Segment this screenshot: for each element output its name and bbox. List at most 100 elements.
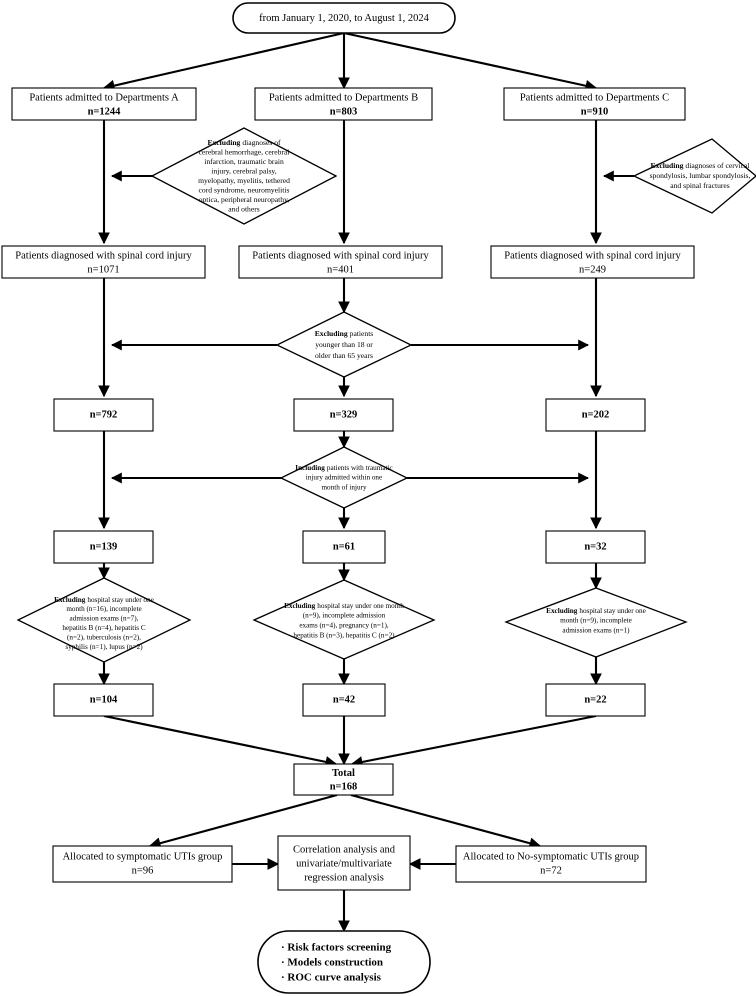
diagnosed-b-node[interactable]: Patients diagnosed with spinal cord inju… xyxy=(238,245,443,279)
after-age-a-node[interactable]: n=792 xyxy=(53,398,154,432)
after-trauma-c-node[interactable]: n=32 xyxy=(545,530,646,564)
excl-l-l3: injury, cerebral palsy, xyxy=(211,166,276,175)
excl-age-l2: older than 65 years xyxy=(315,351,373,360)
after-trauma-a-node[interactable]: n=139 xyxy=(53,530,154,564)
excl-l-l5: cord syndrome, neuromyelitis xyxy=(199,185,290,194)
after-age-a-count: n=792 xyxy=(90,409,118,420)
excl-age-l1: younger than 18 or xyxy=(315,340,373,349)
after-age-b-count: n=329 xyxy=(330,409,358,420)
final-count-b: n=42 xyxy=(333,694,355,705)
diagnosed-b-title: Patients diagnosed with spinal cord inju… xyxy=(252,250,429,261)
final-count-b-node[interactable]: n=42 xyxy=(302,683,386,717)
diagnosed-c-node[interactable]: Patients diagnosed with spinal cord inju… xyxy=(490,245,695,279)
excl-r-l1: spondylosis, lumbar spondylosis, xyxy=(650,171,751,180)
group-symptomatic-title: Allocated to symptomatic UTIs group xyxy=(63,851,223,862)
outcome-line-3: · ROC curve analysis xyxy=(281,972,382,984)
group-symptomatic-count: n=96 xyxy=(132,865,154,876)
start-label: from January 1, 2020, to August 1, 2024 xyxy=(259,13,429,24)
incl-trauma-l2: month of injury xyxy=(321,484,367,492)
analysis-node[interactable]: Correlation analysis and univariate/mult… xyxy=(277,835,411,891)
final-count-a-node[interactable]: n=104 xyxy=(53,683,154,717)
group-nonsymptomatic-title: Allocated to No-symptomatic UTIs group xyxy=(463,851,639,862)
after-trauma-a-count: n=139 xyxy=(90,541,118,552)
department-a-count: n=1244 xyxy=(88,106,122,117)
start-node[interactable]: from January 1, 2020, to August 1, 2024 xyxy=(232,2,456,34)
connector-diagnosed-to-after-age xyxy=(98,278,602,398)
after-age-c-node[interactable]: n=202 xyxy=(545,398,646,432)
connector-after-age-to-after-trauma xyxy=(98,431,602,530)
analysis-line-1: Correlation analysis and xyxy=(293,844,396,855)
diagnosed-a-node[interactable]: Patients diagnosed with spinal cord inju… xyxy=(1,245,206,279)
excl-f-a-l1: month (n=16), incomplete xyxy=(66,605,141,613)
diagnosed-a-count: n=1071 xyxy=(87,264,119,275)
excl-f-a-l3: hepatitis B (n=4), hepatitis C xyxy=(62,624,146,632)
analysis-line-3: regression analysis xyxy=(304,872,384,883)
diagnosed-a-title: Patients diagnosed with spinal cord inju… xyxy=(15,250,192,261)
connector-final-to-total xyxy=(103,714,597,768)
total-node[interactable]: Total n=168 xyxy=(293,763,394,796)
after-age-c-count: n=202 xyxy=(582,409,610,420)
outcome-line-1: · Risk factors screening xyxy=(281,942,392,954)
excl-l-l1: cerebral hemorrhage, cerebral xyxy=(199,147,290,156)
excl-f-b-l2: exams (n=4), pregnancy (n=1), xyxy=(299,622,389,630)
department-c-title: Patients admitted to Departments C xyxy=(520,92,669,103)
total-label: Total xyxy=(332,768,355,779)
excl-f-c-l1: month (n=9), incomplete xyxy=(560,617,632,625)
after-age-b-node[interactable]: n=329 xyxy=(293,398,394,432)
connector-departments-to-diagnosed xyxy=(98,120,602,245)
excl-l-l4: myelopathy, myelitis, tethered xyxy=(198,176,290,185)
department-a-title: Patients admitted to Departments A xyxy=(29,92,179,103)
department-c-node[interactable]: Patients admitted to Departments C n=910 xyxy=(503,87,686,121)
excl-l-l2: infarction, traumatic brain xyxy=(204,157,284,166)
final-count-c-node[interactable]: n=22 xyxy=(545,683,646,717)
diagnosed-b-count: n=401 xyxy=(327,264,354,275)
after-trauma-b-node[interactable]: n=61 xyxy=(302,530,386,564)
final-count-c: n=22 xyxy=(584,694,606,705)
excl-f-b-l1: (n=9), incomplete admission xyxy=(303,612,386,620)
group-symptomatic-node[interactable]: Allocated to symptomatic UTIs group n=96 xyxy=(52,845,233,883)
excl-l-l6: optica, peripheral neuropathy, xyxy=(199,195,290,204)
analysis-line-2: univariate/multivariate xyxy=(296,858,392,869)
department-c-count: n=910 xyxy=(581,106,609,117)
excl-f-b-l3: hepatitis B (n=3), hepatitis C (n=2) xyxy=(293,632,395,640)
outcome-node[interactable]: · Risk factors screening · Models constr… xyxy=(257,930,431,994)
connector-start-to-departments xyxy=(102,31,598,92)
after-trauma-b-count: n=61 xyxy=(333,541,355,552)
department-b-title: Patients admitted to Departments B xyxy=(269,92,418,103)
department-a-node[interactable]: Patients admitted to Departments A n=124… xyxy=(11,87,197,121)
total-count: n=168 xyxy=(330,781,358,792)
excl-l-l7: and others xyxy=(228,204,259,213)
diagnosed-c-count: n=249 xyxy=(579,264,606,275)
group-nonsymptomatic-node[interactable]: Allocated to No-symptomatic UTIs group n… xyxy=(455,845,647,883)
group-nonsymptomatic-count: n=72 xyxy=(540,865,562,876)
incl-trauma-l1: injury admitted within one xyxy=(306,474,382,482)
excl-f-a-l4: (n=2), tuberculosis (n=2), xyxy=(67,634,141,642)
excl-f-c-l2: admission exams (n=1) xyxy=(562,627,630,635)
excl-f-a-l2: admission exams (n=7), xyxy=(70,615,139,623)
department-b-count: n=803 xyxy=(330,106,358,117)
outcome-line-2: · Models construction xyxy=(281,957,383,969)
connector-total-to-groups xyxy=(148,793,542,849)
diagnosed-c-title: Patients diagnosed with spinal cord inju… xyxy=(504,250,681,261)
excl-r-l2: and spinal fractures xyxy=(670,181,730,190)
final-count-a: n=104 xyxy=(90,694,118,705)
after-trauma-c-count: n=32 xyxy=(584,541,606,552)
excl-f-a-l5: syphilis (n=1), lupus (n=2) xyxy=(65,643,143,651)
department-b-node[interactable]: Patients admitted to Departments B n=803 xyxy=(254,87,433,121)
